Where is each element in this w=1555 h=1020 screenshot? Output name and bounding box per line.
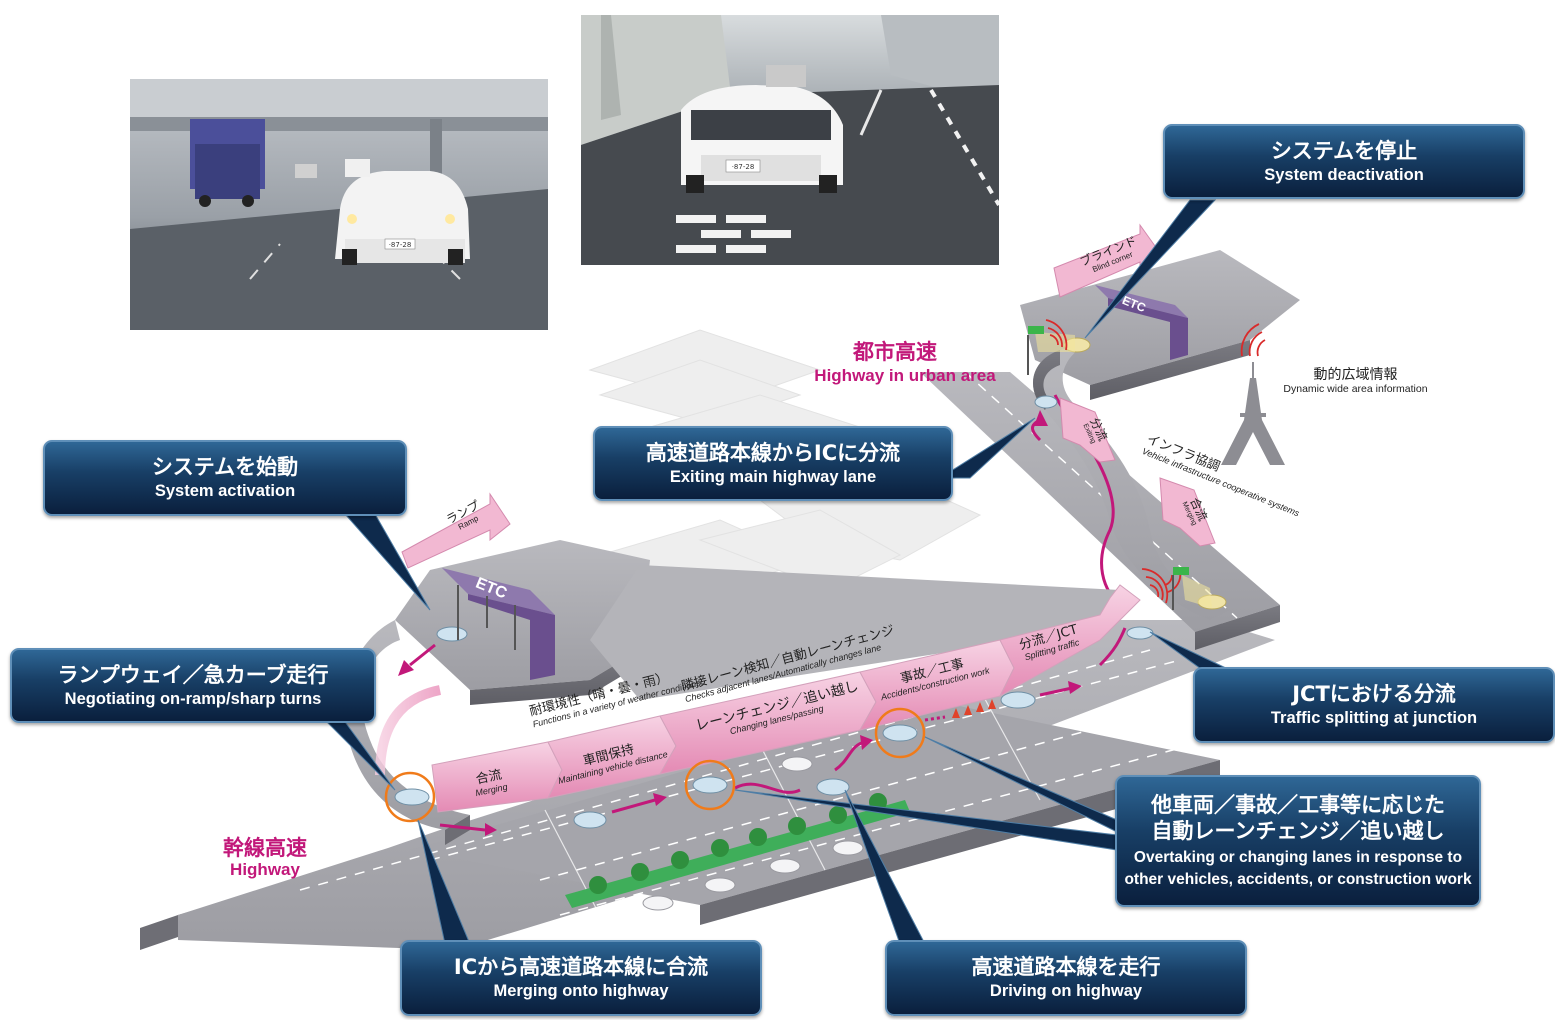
construction-cones <box>952 699 996 718</box>
annotation-dynamic-ja: 動的広域情報 <box>1313 367 1398 383</box>
callout-ramp: ランプウェイ／急カーブ走行 Negotiating on-ramp/sharp … <box>10 648 376 723</box>
callout-system-activation-ja: システムを始動 <box>151 455 299 479</box>
callout-overtaking-en-1: Overtaking or changing lanes in response… <box>1133 848 1463 866</box>
callout-overtaking-ja-2: 自動レーンチェンジ／追い越し <box>1151 818 1445 843</box>
callout-driving-en: Driving on highway <box>989 982 1143 1000</box>
callout-system-activation-en: System activation <box>154 482 296 500</box>
route-arrows <box>398 410 1127 836</box>
callout-overtaking: 他車両／事故／工事等に応じた 自動レーンチェンジ／追い越し Overtaking… <box>1115 775 1481 907</box>
broadcast-tower <box>1221 362 1285 465</box>
callout-exiting: 高速道路本線からICに分流 Exiting main highway lane <box>593 426 953 501</box>
etc-gate-right <box>1095 285 1188 360</box>
highlight-circles <box>384 707 926 823</box>
sign-arrows <box>401 223 1216 569</box>
photo-lane-change-car: ·87-28 <box>581 15 999 265</box>
callout-system-deactivation-ja: システムを停止 <box>1270 138 1418 163</box>
vehicles <box>394 337 1227 911</box>
etc-gate-left <box>442 568 555 680</box>
main-highway-label-en: Highway <box>230 860 300 879</box>
callout-merging-en: Merging onto highway <box>493 982 669 1000</box>
callout-merging: ICから高速道路本線に合流 Merging onto highway <box>400 940 762 1016</box>
callout-ramp-ja: ランプウェイ／急カーブ走行 <box>57 662 329 687</box>
plate-1: ·87-28 <box>389 241 412 249</box>
callout-ramp-en: Negotiating on-ramp/sharp turns <box>64 689 322 708</box>
callout-jct-en: Traffic splitting at junction <box>1270 709 1478 727</box>
photo-highway-car: ·87-28 <box>130 79 548 330</box>
urban-highway-label-ja: 都市高速 <box>853 340 937 364</box>
callout-overtaking-en-2: other vehicles, accidents, or constructi… <box>1124 870 1472 888</box>
route-banner <box>375 584 1141 813</box>
callout-driving: 高速道路本線を走行 Driving on highway <box>885 940 1247 1016</box>
annotation-dynamic: 動的広域情報 Dynamic wide area information <box>1268 367 1443 396</box>
callout-system-deactivation-en: System deactivation <box>1264 165 1424 184</box>
callout-exiting-ja: 高速道路本線からICに分流 <box>645 440 901 465</box>
callout-driving-ja: 高速道路本線を走行 <box>971 955 1161 979</box>
photo-highway-car-image: ·87-28 <box>130 79 548 330</box>
median-trees <box>589 793 887 894</box>
callout-system-deactivation: システムを停止 System deactivation <box>1163 124 1525 199</box>
callout-merging-ja: ICから高速道路本線に合流 <box>453 955 709 979</box>
callout-jct-ja: JCTにおける分流 <box>1292 682 1456 706</box>
radio-waves <box>1045 319 1266 604</box>
callout-exiting-en: Exiting main highway lane <box>669 467 877 486</box>
traffic-signals <box>1027 326 1189 610</box>
plate-2: ·87-28 <box>732 163 755 171</box>
main-highway-label-ja: 幹線高速 <box>223 836 307 860</box>
callout-jct: JCTにおける分流 Traffic splitting at junction <box>1193 667 1555 743</box>
callout-system-activation: システムを始動 System activation <box>43 440 407 516</box>
photo-lane-change-car-image: ·87-28 <box>581 15 999 265</box>
urban-highway-label-en: Highway in urban area <box>814 366 996 385</box>
annotation-dynamic-en: Dynamic wide area information <box>1283 383 1428 395</box>
callout-overtaking-ja-1: 他車両／事故／工事等に応じた <box>1151 792 1445 817</box>
